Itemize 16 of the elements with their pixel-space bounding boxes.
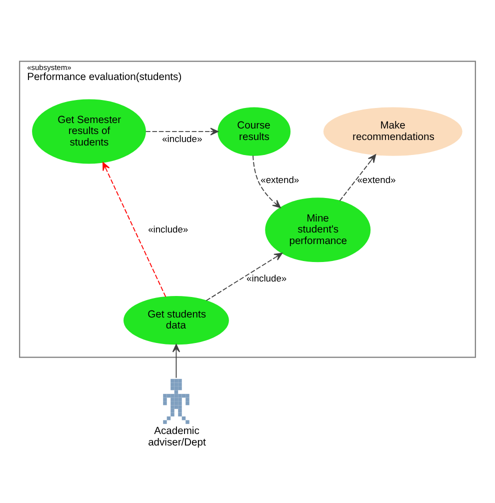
node-ellipse: Make recommendations [323,107,462,156]
node-ellipse: Course results [218,107,291,156]
node-ellipse: Get students data [124,296,229,345]
edge-label: «extend» [357,175,396,186]
edge-label: «include» [246,273,287,284]
arrow [206,252,283,302]
node-label: Academic adviser/Dept [148,426,206,448]
arrow [102,162,166,298]
arrow [339,154,376,202]
arrow [252,155,281,208]
node-ellipse: Get Semester results of students [32,99,146,164]
arrow [172,344,180,378]
arrow [145,128,219,136]
edge-label: «include» [162,134,202,144]
edge-label: «extend» [260,175,300,186]
edge-label: «include» [148,224,188,234]
